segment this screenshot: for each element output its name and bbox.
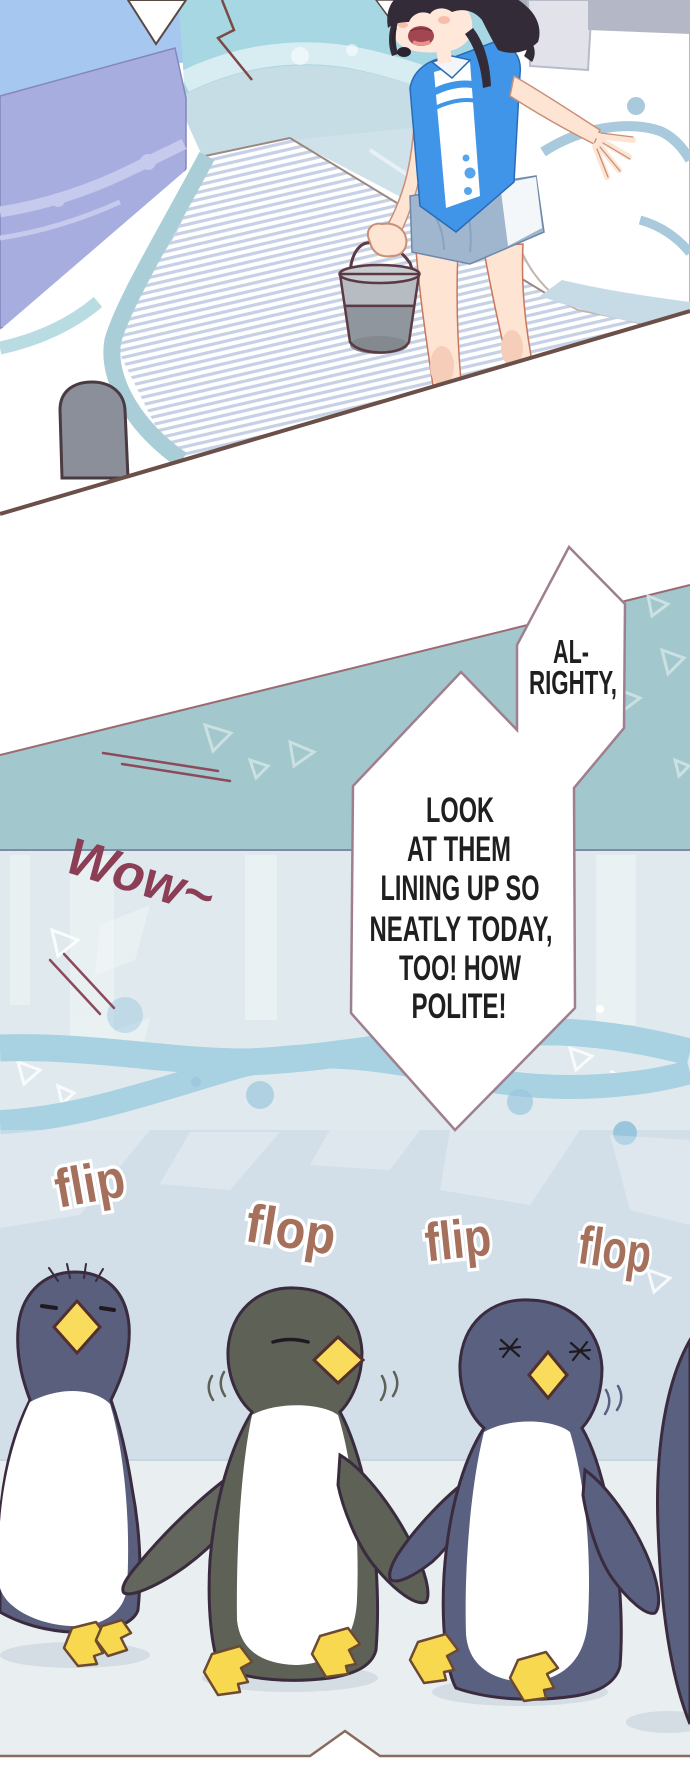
svg-text:LINING UP SO: LINING UP SO	[381, 869, 540, 908]
svg-text:RIGHTY,: RIGHTY,	[529, 664, 617, 701]
svg-text:AL-: AL-	[553, 633, 589, 670]
svg-text:TOO! HOW: TOO! HOW	[399, 949, 521, 988]
svg-text:flip: flip	[422, 1207, 494, 1274]
svg-text:flop: flop	[575, 1215, 656, 1285]
svg-text:POLITE!: POLITE!	[412, 987, 507, 1026]
svg-text:LOOK: LOOK	[426, 791, 494, 830]
svg-text:NEATLY TODAY,: NEATLY TODAY,	[370, 910, 553, 949]
svg-text:flop: flop	[242, 1193, 340, 1266]
svg-text:flip: flip	[50, 1148, 129, 1219]
svg-text:AT THEM: AT THEM	[407, 830, 511, 869]
